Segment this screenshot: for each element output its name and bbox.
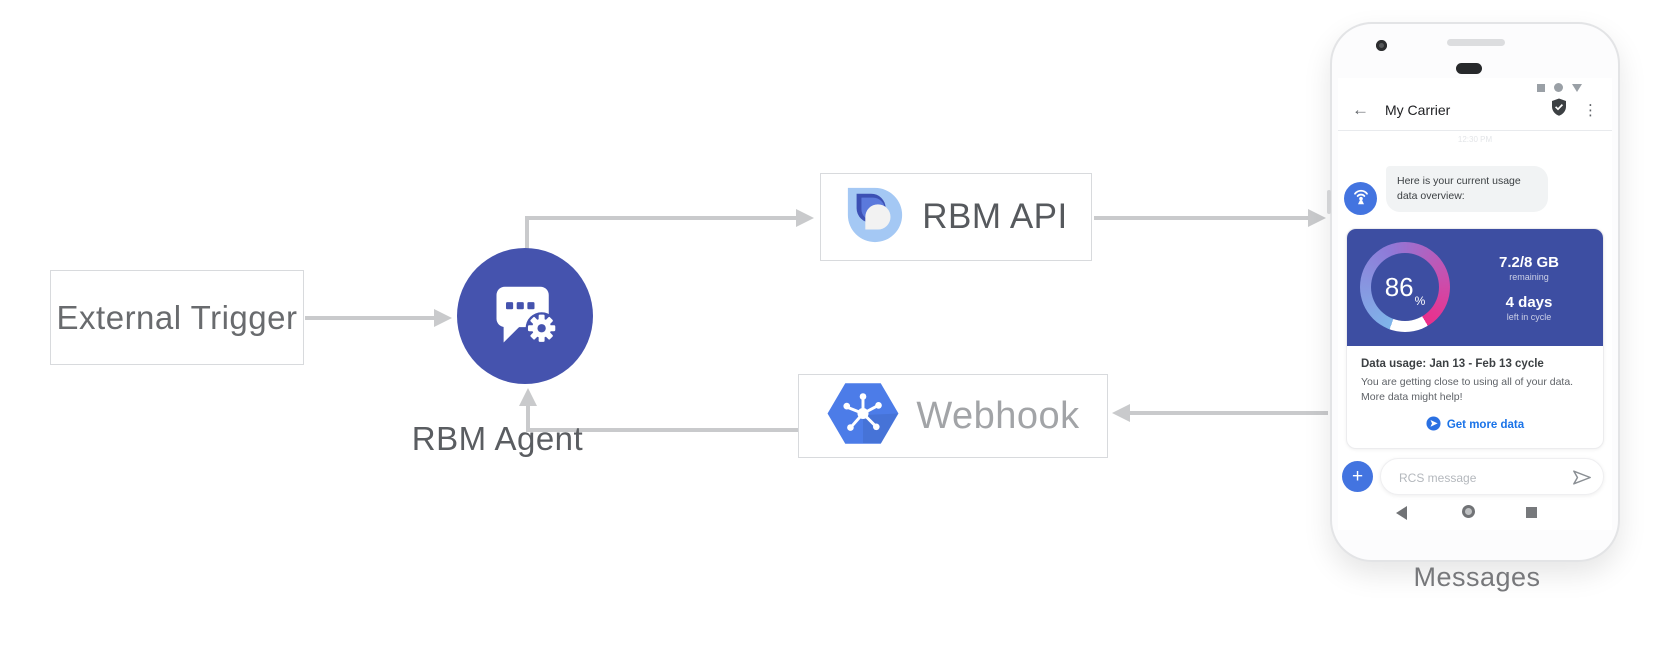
usage-card-title: Data usage: Jan 13 - Feb 13 cycle	[1361, 358, 1544, 370]
gauge-percent-value: 86	[1384, 271, 1414, 302]
days-left-caption: left in cycle	[1506, 311, 1552, 322]
usage-rich-card: 86 % 7.2/8 GB remaining 4 days left in c…	[1346, 228, 1604, 450]
message-compose-field[interactable]	[1380, 458, 1604, 496]
rbm-api-node: RBM API	[820, 173, 1092, 261]
agent-avatar	[1344, 182, 1377, 215]
rbm-api-logo-icon	[844, 184, 906, 251]
arrow-phone-to-webhook	[1112, 404, 1328, 422]
days-left-value: 4 days	[1505, 293, 1553, 311]
external-trigger-label: External Trigger	[56, 298, 298, 336]
usage-card-body: Data usage: Jan 13 - Feb 13 cycle You ar…	[1347, 346, 1603, 448]
get-more-data-icon	[1426, 416, 1441, 434]
phone-screen: ← My Carrier ⋮ 12:30 PM	[1338, 78, 1612, 530]
phone-side-button	[1327, 190, 1331, 214]
conversation-header: ← My Carrier ⋮	[1338, 78, 1612, 131]
conversation-title: My Carrier	[1385, 101, 1451, 118]
overflow-menu-icon[interactable]: ⋮	[1583, 101, 1598, 119]
chat-bubble-gear-icon	[487, 276, 563, 357]
broadcast-antenna-icon	[1349, 184, 1373, 213]
get-more-data-button[interactable]: Get more data	[1361, 416, 1589, 434]
data-remaining-value: 7.2/8 GB	[1498, 253, 1560, 271]
phone-camera	[1376, 40, 1387, 51]
phone-mockup: ← My Carrier ⋮ 12:30 PM	[1327, 22, 1620, 562]
rbm-api-label: RBM API	[922, 197, 1068, 236]
data-remaining-caption: remaining	[1509, 271, 1549, 282]
messages-caption: Messages	[1413, 562, 1541, 592]
phone-speaker-pill	[1456, 63, 1482, 74]
attach-plus-button[interactable]: +	[1342, 461, 1373, 492]
status-bar-icons	[1537, 83, 1582, 92]
verified-shield-icon	[1551, 98, 1567, 121]
status-square-icon	[1537, 83, 1545, 92]
rcs-message-input[interactable]	[1397, 459, 1561, 496]
rbm-agent-label: RBM Agent	[411, 420, 584, 457]
usage-card-hero: 86 % 7.2/8 GB remaining 4 days left in c…	[1347, 229, 1603, 346]
phone-earpiece-slot	[1447, 39, 1505, 46]
message-timestamp: 12:30 PM	[1457, 135, 1493, 144]
back-arrow-icon[interactable]: ←	[1352, 99, 1369, 119]
arrow-agent-to-api	[525, 209, 814, 252]
nav-recents-icon[interactable]	[1526, 507, 1537, 518]
usage-card-text: You are getting close to using all of yo…	[1361, 376, 1574, 404]
arrow-api-to-phone	[1094, 209, 1326, 227]
nav-home-icon[interactable]	[1462, 505, 1475, 518]
gauge-percent-sign: %	[1414, 294, 1426, 308]
webhook-label: Webhook	[916, 394, 1080, 437]
send-icon[interactable]	[1572, 469, 1592, 491]
arrow-trigger-to-agent	[305, 309, 452, 327]
arrow-webhook-to-agent	[519, 388, 798, 432]
nav-back-icon[interactable]	[1396, 506, 1407, 520]
get-more-data-label: Get more data	[1446, 419, 1525, 432]
status-circle-icon	[1554, 83, 1563, 92]
status-signal-icon	[1572, 83, 1582, 92]
usage-gauge: 86 %	[1360, 242, 1450, 332]
agent-message-bubble: Here is your current usage data overview…	[1386, 166, 1548, 213]
rbm-agent-node	[457, 248, 593, 384]
webhook-node: Webhook	[798, 374, 1108, 458]
external-trigger-node: External Trigger	[50, 270, 304, 365]
webhook-hexagon-icon	[826, 381, 900, 451]
